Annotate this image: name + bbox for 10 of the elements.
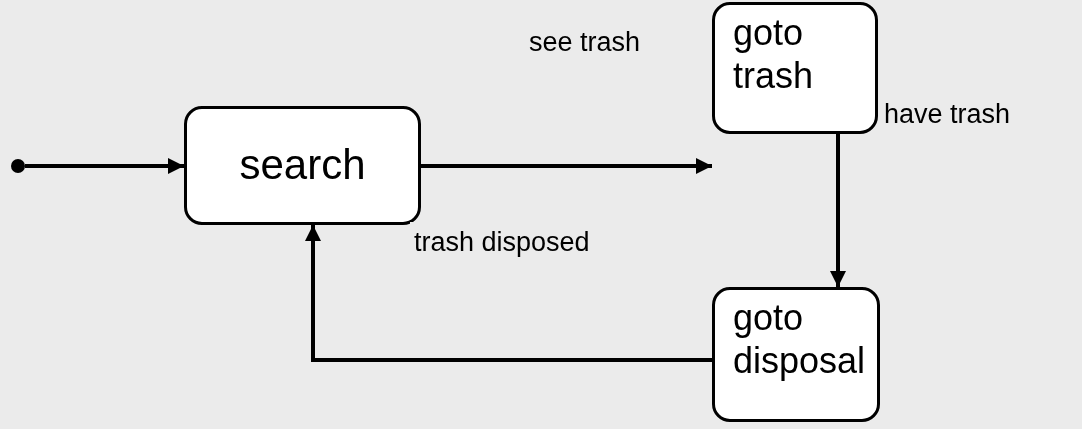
arrow (830, 134, 846, 287)
state-box (712, 287, 880, 422)
state-label: search (239, 140, 366, 191)
state-label: goto disposal (733, 296, 867, 383)
state-box (712, 2, 878, 134)
state-label: goto trash (733, 11, 815, 98)
arrow (421, 158, 712, 174)
arrow (305, 225, 712, 362)
arrow (25, 158, 184, 174)
state-box (184, 106, 421, 225)
